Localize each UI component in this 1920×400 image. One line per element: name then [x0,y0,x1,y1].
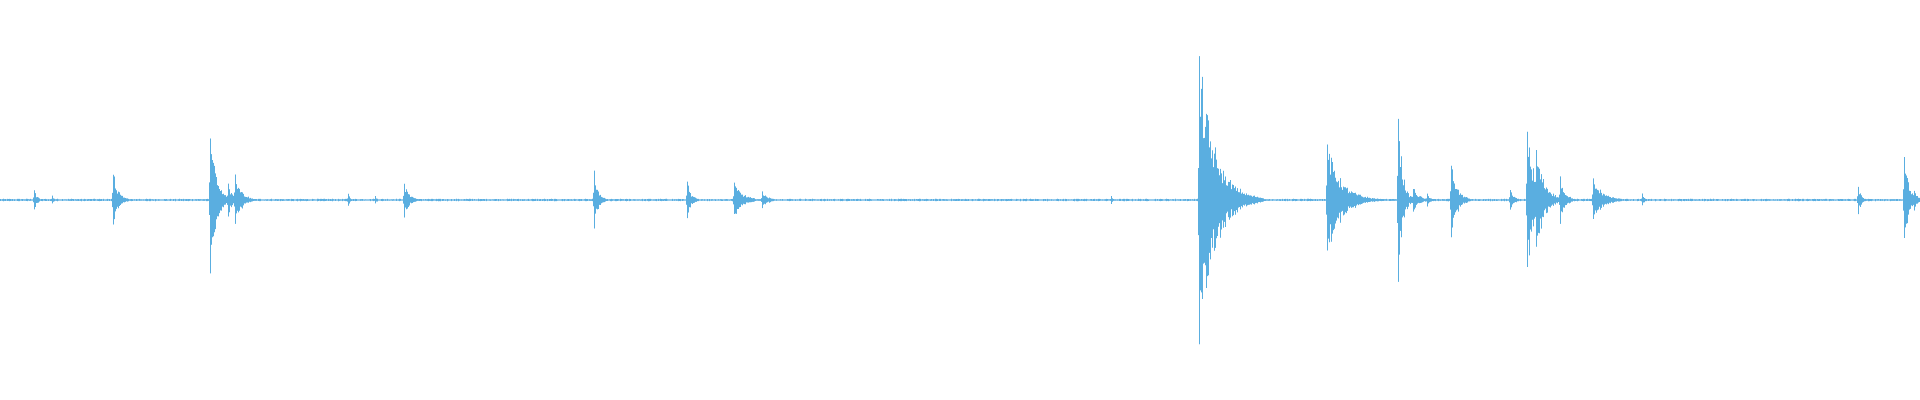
waveform-samples [0,56,1920,345]
